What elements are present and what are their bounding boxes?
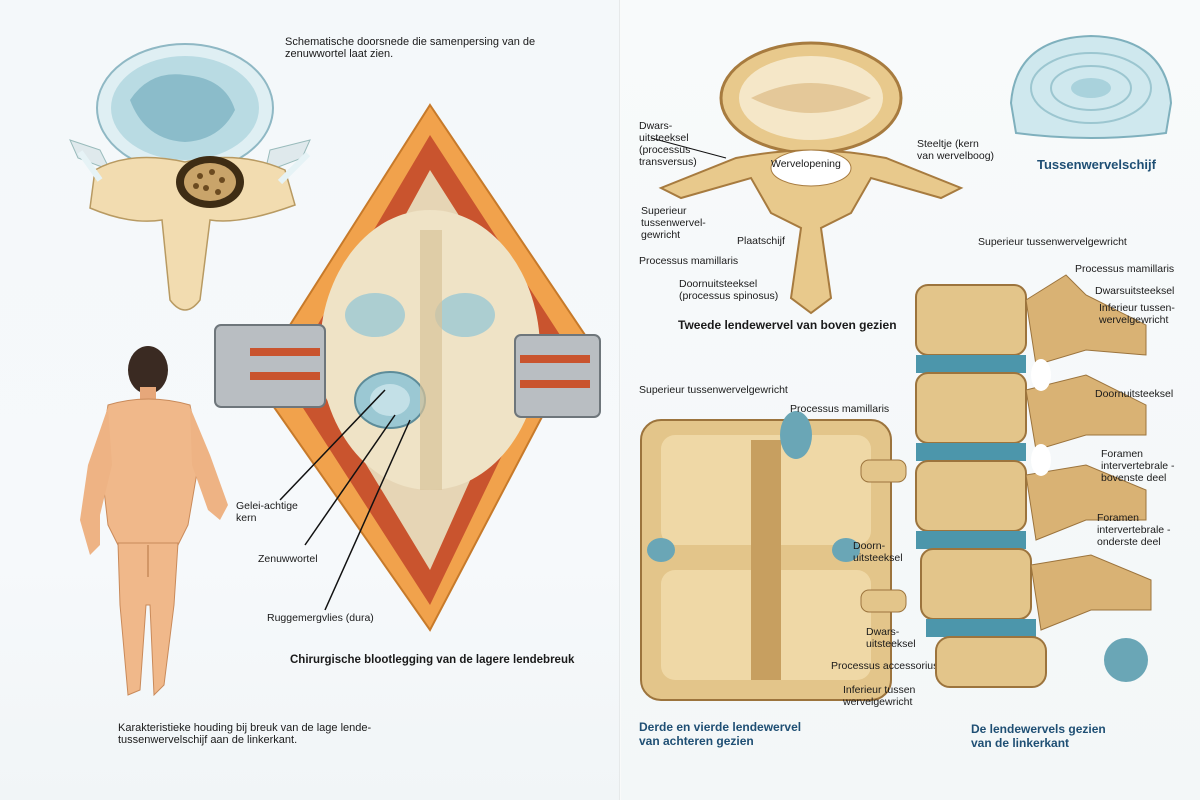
label-gelei-achtige-kern: Gelei-achtige kern — [236, 500, 298, 524]
left-page: Schematische doorsnede die samenpersing … — [0, 0, 620, 800]
label-dwars-uitsteeksel-back: Dwars- uitsteeksel — [866, 626, 916, 650]
caption-top-view: Tweede lendewervel van boven gezien — [678, 318, 897, 332]
vertebrae-side-view-illustration — [915, 274, 1152, 688]
vertebra-top-view-illustration — [650, 41, 964, 315]
caption-back-view: Derde en vierde lendewervel van achteren… — [639, 720, 802, 748]
caption-posture: Karakteristieke houding bij breuk van de… — [118, 722, 372, 746]
label-dwarsuitsteeksel-side1: Dwarsuitsteeksel — [1095, 285, 1175, 297]
label-ruggemergvlies: Ruggemergvlies (dura) — [267, 612, 374, 624]
caption-cross-section: Schematische doorsnede die samenpersing … — [285, 36, 536, 60]
intervertebral-disc-illustration — [1009, 34, 1173, 139]
label-foramen-onder: Foramen intervertebrale - onderste deel — [1097, 512, 1171, 548]
label-wervelopening: Wervelopening — [771, 158, 841, 170]
label-processus-mamillaris-side: Processus mamillaris — [1075, 263, 1175, 275]
label-superieur-gewricht-mid: Superieur tussenwervelgewricht — [639, 384, 788, 396]
label-superieur-gewricht-top: Superieur tussenwervel- gewricht — [641, 205, 706, 241]
caption-side-view: De lendewervels gezien van de linkerkant — [971, 722, 1106, 750]
cross-section-illustration — [69, 43, 311, 311]
label-doorn-uitsteeksel: Doorn- uitsteeksel — [853, 540, 903, 564]
label-superieur-gewricht-side: Superieur tussenwervelgewricht — [978, 236, 1127, 248]
vertebrae-back-view-illustration — [640, 411, 907, 701]
label-inferieur-gewricht: Inferieur tussen wervelgewricht — [843, 684, 916, 708]
label-zenuwwortel: Zenuwwortel — [258, 553, 318, 565]
label-tussenwervelschijf: Tussenwervelschijf — [1037, 157, 1156, 172]
label-dwars-uitsteeksel: Dwars- uitsteeksel (processus transversu… — [639, 120, 697, 168]
right-page: Dwars- uitsteeksel (processus transversu… — [621, 0, 1200, 800]
human-figure-illustration — [80, 346, 228, 697]
label-doornuitsteeksel-top: Doornuitsteeksel (processus spinosus) — [679, 278, 779, 302]
label-doornuitsteeksel-side: Doornuitsteeksel — [1095, 388, 1174, 400]
label-plaatschijf: Plaatschijf — [737, 235, 785, 247]
label-inferieur-side: Inferieur tussen- wervelgewricht — [1099, 302, 1175, 326]
label-steeltje: Steeltje (kern van wervelboog) — [917, 138, 995, 162]
label-processus-accessorius: Processus accessorius — [831, 660, 939, 672]
label-processus-mamillaris-top: Processus mamillaris — [639, 255, 739, 267]
label-processus-mamillaris-mid: Processus mamillaris — [790, 403, 890, 415]
label-foramen-boven: Foramen intervertebrale - bovenste deel — [1101, 448, 1175, 484]
surgical-exposure-illustration — [214, 103, 601, 632]
caption-surgery: Chirurgische blootlegging van de lagere … — [290, 654, 575, 666]
page-gutter — [619, 0, 622, 800]
